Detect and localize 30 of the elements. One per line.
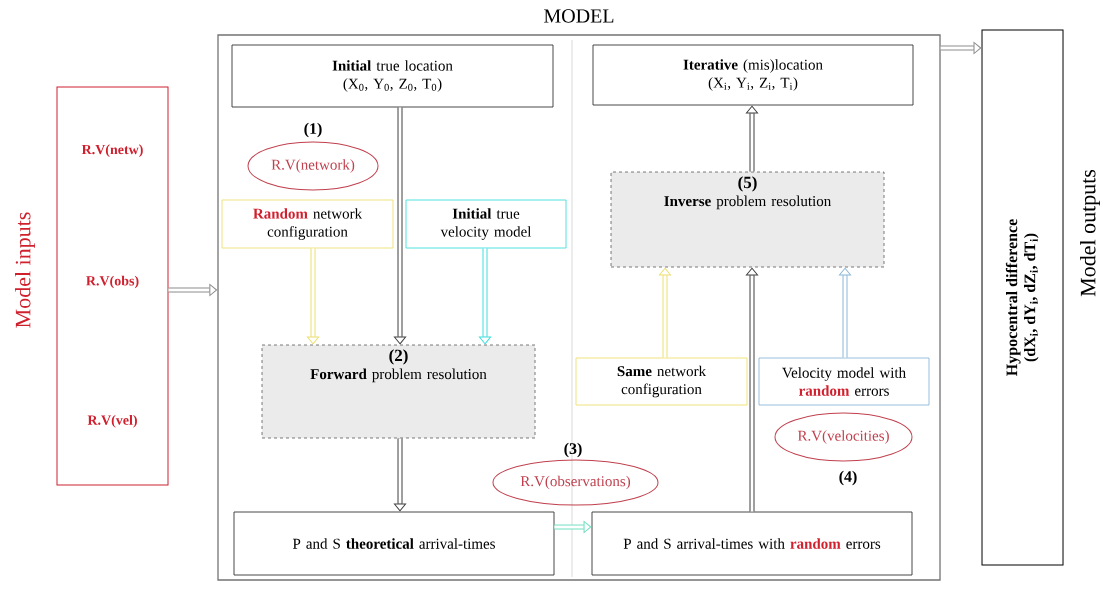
hollow-arrow — [306, 248, 320, 345]
hollow-arrow — [838, 267, 852, 358]
variable-label: R.V(obs) — [86, 275, 139, 289]
hollow-arrow — [393, 107, 407, 345]
hollow-arrow — [745, 105, 759, 172]
hollow-arrow — [658, 267, 672, 358]
side-label: Model outputs — [1080, 169, 1100, 297]
hollow-arrow — [393, 438, 407, 512]
process-box: (2) Forward problem resolution — [261, 344, 536, 439]
text-box: Initial true location (X$_{0}$, Y$_{0}$, Z$_{0}$, T$_{0}$) — [231, 44, 554, 108]
text-box: Iterative (mis)location (X$_{i}$, Y$_{i}$, Z$_{i}$, T$_{i}$) — [592, 44, 914, 106]
hollow-arrow — [554, 520, 592, 534]
variable-label: R.V(netw) — [81, 144, 143, 158]
side-label: Model inputs — [15, 212, 35, 328]
step-number: (1) — [304, 122, 322, 138]
text-box: Same network configuration — [575, 357, 748, 406]
text-box: P and S theoretical arrival-times — [233, 511, 555, 576]
variable-label: R.V(vel) — [87, 414, 137, 428]
text-box: P and S arrival-times with random errors — [591, 511, 913, 576]
hollow-arrow — [745, 267, 759, 512]
hollow-arrow — [940, 41, 982, 55]
text-box: Velocity model with random errors — [758, 357, 930, 406]
step-number: (4) — [839, 470, 857, 486]
step-number: (3) — [564, 442, 582, 458]
text-box: Initial true velocity model — [405, 199, 567, 249]
hollow-arrow — [168, 283, 218, 297]
process-box: (5) Inverse problem resolution — [610, 171, 885, 268]
text-box: Random network configuration — [221, 199, 394, 249]
hollow-arrow — [478, 248, 492, 345]
frame-title: MODEL — [544, 9, 614, 23]
